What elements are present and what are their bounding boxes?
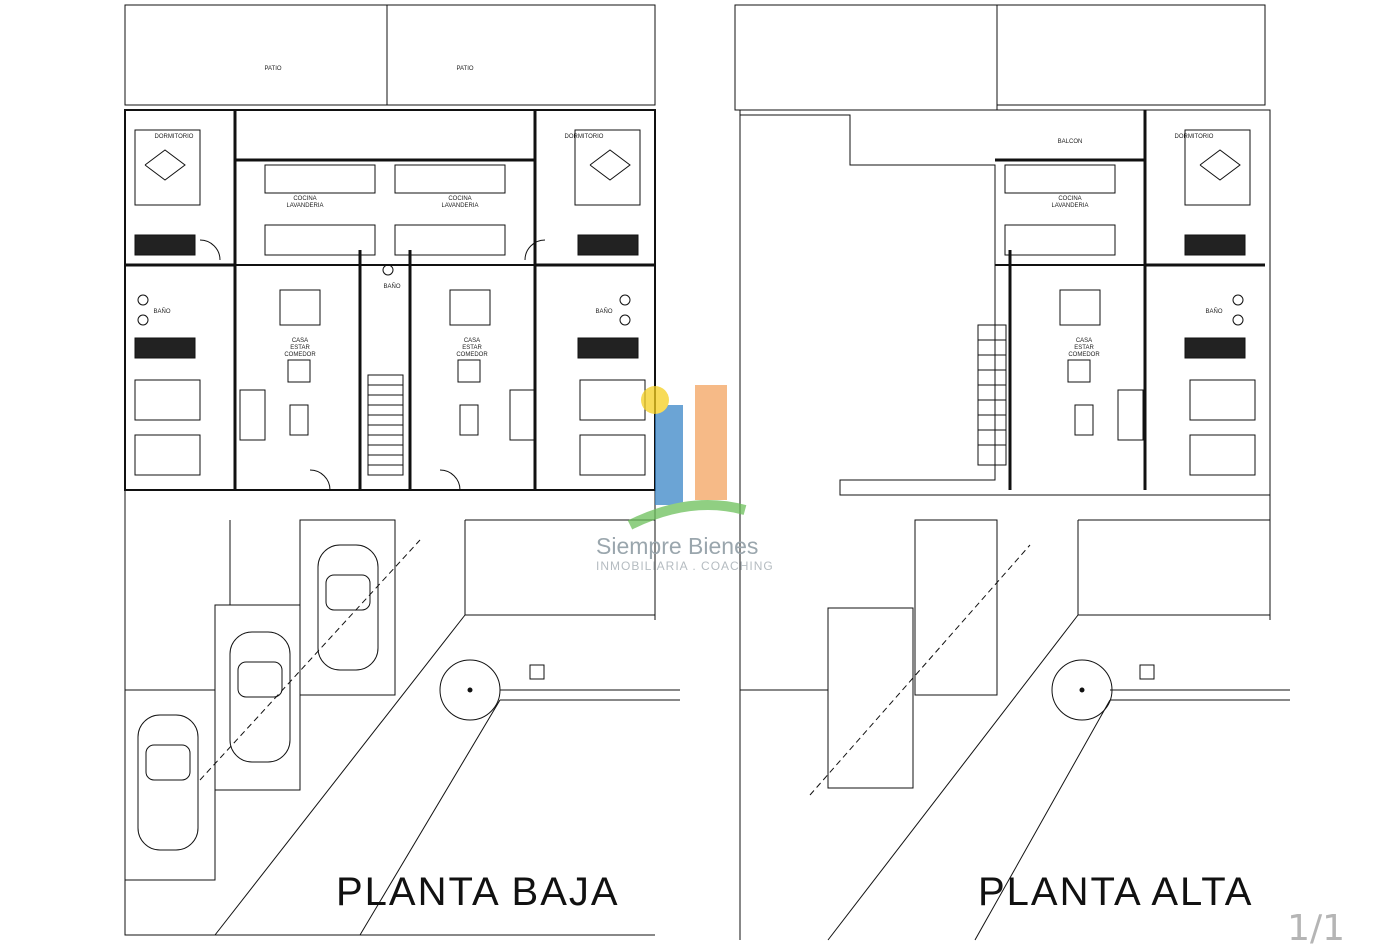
label-estar-alta-1: CASA [1076, 338, 1092, 344]
label-estar-alta-3: COMEDOR [1068, 352, 1100, 358]
label-estar-right-2: ESTAR [462, 345, 482, 351]
page-indicator: 1/1 [1287, 908, 1345, 949]
label-patio-right: PATIO [456, 66, 473, 72]
building-outline-baja [124, 109, 656, 491]
room-labels-baja: PATIO PATIO DORMITORIO DORMITORIO COCINA… [153, 66, 612, 358]
patio-left-outline [124, 4, 388, 106]
room-labels-alta: BALCON DORMITORIO COCINA LAVANDERIA BAÑO… [1051, 134, 1222, 358]
planta-alta-title: PLANTA ALTA [978, 870, 1254, 914]
label-bano-alta: BAÑO [1205, 308, 1222, 315]
label-bano-center: BAÑO [383, 283, 400, 290]
watermark-logo [627, 385, 747, 530]
label-cocina-left-2: LAVANDERIA [286, 203, 323, 209]
label-estar-alta-2: ESTAR [1074, 345, 1094, 351]
label-patio-left: PATIO [264, 66, 281, 72]
planta-baja-plan [124, 4, 680, 936]
watermark-tagline: INMOBILIARIA . COACHING [596, 559, 774, 573]
label-cocina-alta-2: LAVANDERIA [1051, 203, 1088, 209]
watermark-brand: Siempre Bienes [596, 533, 759, 559]
label-estar-left-1: CASA [292, 338, 308, 344]
label-estar-left-3: COMEDOR [284, 352, 316, 358]
label-bano-left: BAÑO [153, 308, 170, 315]
label-cocina-right-2: LAVANDERIA [441, 203, 478, 209]
label-cocina-right-1: COCINA [448, 196, 471, 202]
label-dormitorio-right: DORMITORIO [565, 134, 604, 140]
planta-baja-title: PLANTA BAJA [336, 870, 620, 914]
label-estar-left-2: ESTAR [290, 345, 310, 351]
label-bano-right: BAÑO [595, 308, 612, 315]
patio-right-outline [386, 4, 656, 106]
planta-alta-plan [734, 4, 1290, 941]
label-cocina-left-1: COCINA [293, 196, 316, 202]
label-dormitorio-alta: DORMITORIO [1175, 134, 1214, 140]
label-cocina-alta-1: COCINA [1058, 196, 1081, 202]
label-estar-right-1: CASA [464, 338, 480, 344]
label-estar-right-3: COMEDOR [456, 352, 488, 358]
label-dormitorio-left: DORMITORIO [155, 134, 194, 140]
label-balcon: BALCON [1058, 139, 1083, 145]
